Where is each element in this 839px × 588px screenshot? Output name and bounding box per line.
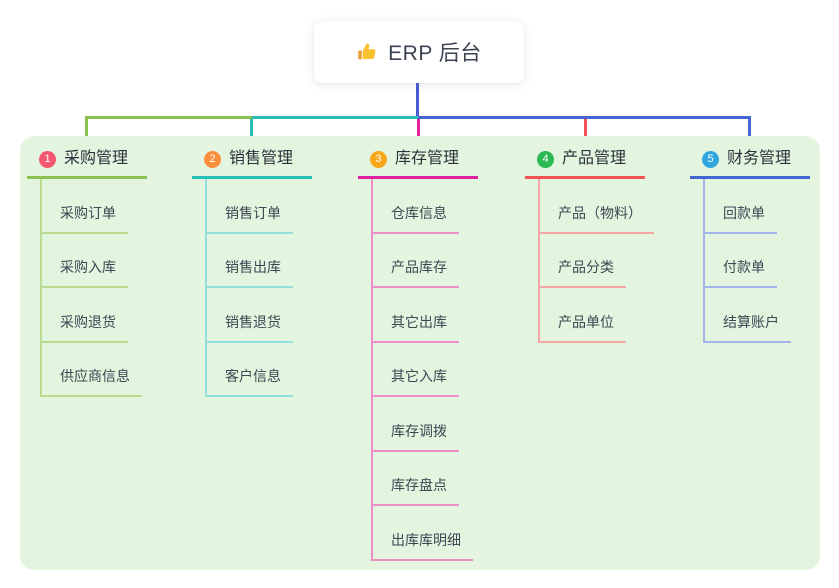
- branch-index-badge: 1: [39, 150, 56, 168]
- branch-node[interactable]: 2 销售管理: [192, 148, 312, 179]
- child-node: 库存调拨: [373, 397, 498, 452]
- branch-node[interactable]: 3 库存管理: [358, 148, 478, 179]
- child-node-label[interactable]: 产品分类: [540, 257, 626, 288]
- root-node-erp[interactable]: ERP 后台: [314, 21, 524, 83]
- child-node-label[interactable]: 产品（物料）: [540, 203, 654, 234]
- child-node-label[interactable]: 采购入库: [42, 257, 128, 288]
- child-node-label[interactable]: 结算账户: [705, 312, 791, 343]
- child-node: 产品（物料）: [540, 179, 665, 234]
- branch-node-label: 销售管理: [229, 150, 294, 167]
- child-node-label[interactable]: 产品单位: [540, 312, 626, 343]
- branch-sales-management: 2 销售管理 销售订单 销售出库 销售退货 客户信息: [192, 148, 332, 397]
- connector-drop-product: [584, 116, 587, 152]
- child-node-label[interactable]: 其它出库: [373, 312, 459, 343]
- connector-drop-sales: [250, 116, 253, 152]
- branch-node-label: 产品管理: [562, 150, 627, 167]
- branch-children: 采购订单 采购入库 采购退货 供应商信息: [40, 179, 167, 397]
- child-node-label[interactable]: 产品库存: [373, 257, 459, 288]
- branch-product-management: 4 产品管理 产品（物料） 产品分类 产品单位: [525, 148, 665, 343]
- child-node-label[interactable]: 供应商信息: [42, 366, 142, 397]
- connector-drop-purchase: [85, 116, 88, 152]
- connector-drop-finance: [748, 116, 751, 152]
- branch-purchase-management: 1 采购管理 采购订单 采购入库 采购退货 供应商信息: [27, 148, 167, 397]
- child-node: 付款单: [705, 234, 830, 288]
- child-node-label[interactable]: 库存调拨: [373, 421, 459, 452]
- child-node-label[interactable]: 付款单: [705, 257, 777, 288]
- child-node: 其它入库: [373, 343, 498, 397]
- connector-bus-sales: [252, 116, 418, 119]
- child-node-label[interactable]: 采购订单: [42, 203, 128, 234]
- child-node: 结算账户: [705, 288, 830, 343]
- child-node: 销售出库: [207, 234, 332, 288]
- child-node: 回款单: [705, 179, 830, 234]
- branch-children: 仓库信息 产品库存 其它出库 其它入库 库存调拨 库存盘点 出库库明细: [371, 179, 498, 561]
- child-node-label[interactable]: 采购退货: [42, 312, 128, 343]
- child-node: 供应商信息: [42, 343, 167, 397]
- child-node: 客户信息: [207, 343, 332, 397]
- child-node-label[interactable]: 销售出库: [207, 257, 293, 288]
- child-node-label[interactable]: 仓库信息: [373, 203, 459, 234]
- child-node-label[interactable]: 出库库明细: [373, 530, 473, 561]
- branch-node[interactable]: 4 产品管理: [525, 148, 645, 179]
- thumbs-up-icon: [356, 41, 378, 63]
- branch-node[interactable]: 1 采购管理: [27, 148, 147, 179]
- child-node-label[interactable]: 回款单: [705, 203, 777, 234]
- child-node: 库存盘点: [373, 452, 498, 506]
- branch-node-label: 财务管理: [727, 150, 792, 167]
- child-node-label[interactable]: 库存盘点: [373, 475, 459, 506]
- root-node-label: ERP 后台: [388, 42, 482, 65]
- child-node: 产品分类: [540, 234, 665, 288]
- mindmap-panel: 1 采购管理 采购订单 采购入库 采购退货 供应商信息 2 销售管理 销售订单 …: [20, 136, 820, 570]
- child-node: 销售订单: [207, 179, 332, 234]
- branch-index-badge: 2: [204, 150, 221, 168]
- branch-inventory-management: 3 库存管理 仓库信息 产品库存 其它出库 其它入库 库存调拨 库存盘点 出库库…: [358, 148, 498, 561]
- child-node: 产品库存: [373, 234, 498, 288]
- child-node: 出库库明细: [373, 506, 498, 561]
- child-node-label[interactable]: 其它入库: [373, 366, 459, 397]
- branch-index-badge: 3: [370, 150, 387, 168]
- child-node: 产品单位: [540, 288, 665, 343]
- child-node: 其它出库: [373, 288, 498, 343]
- branch-children: 产品（物料） 产品分类 产品单位: [538, 179, 665, 343]
- branch-index-badge: 4: [537, 150, 554, 168]
- child-node: 采购订单: [42, 179, 167, 234]
- branch-children: 回款单 付款单 结算账户: [703, 179, 830, 343]
- child-node-label[interactable]: 客户信息: [207, 366, 293, 397]
- child-node: 采购入库: [42, 234, 167, 288]
- connector-root-stem: [416, 83, 419, 117]
- branch-children: 销售订单 销售出库 销售退货 客户信息: [205, 179, 332, 397]
- child-node: 销售退货: [207, 288, 332, 343]
- branch-node-label: 库存管理: [395, 150, 460, 167]
- connector-bus-finance: [418, 116, 751, 119]
- child-node-label[interactable]: 销售订单: [207, 203, 293, 234]
- child-node: 采购退货: [42, 288, 167, 343]
- branch-node-label: 采购管理: [64, 150, 129, 167]
- connector-drop-inventory: [417, 116, 420, 152]
- branch-index-badge: 5: [702, 150, 719, 168]
- branch-node[interactable]: 5 财务管理: [690, 148, 810, 179]
- branch-finance-management: 5 财务管理 回款单 付款单 结算账户: [690, 148, 830, 343]
- child-node: 仓库信息: [373, 179, 498, 234]
- connector-bus-purchase: [86, 116, 252, 119]
- child-node-label[interactable]: 销售退货: [207, 312, 293, 343]
